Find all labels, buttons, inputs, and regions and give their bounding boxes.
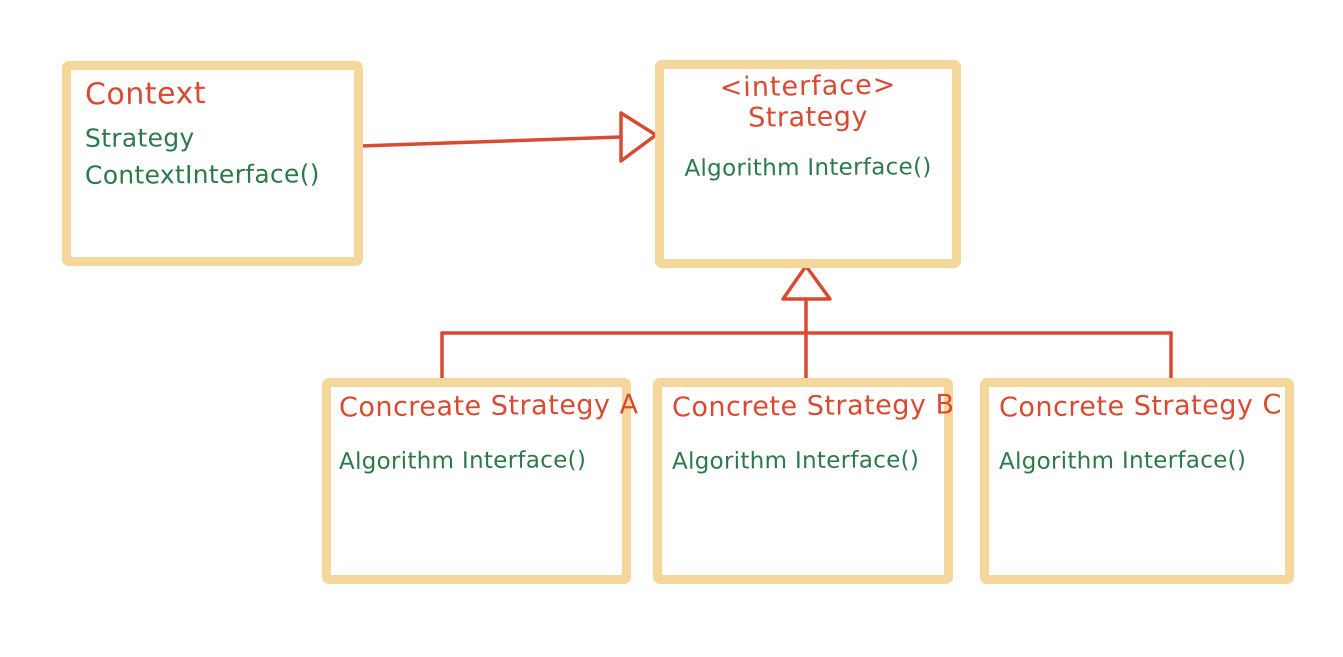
class-name: Strategy (747, 101, 869, 134)
node-concrete-strategy-a: Concreate Strategy A Algorithm Interface… (322, 378, 639, 584)
class-name: Concrete Strategy B (671, 389, 955, 424)
class-method: Algorithm Interface() (684, 154, 932, 182)
edge-inheritance-tree (440, 264, 1173, 382)
interface-stereotype: <interface> (719, 69, 897, 104)
class-name: Concrete Strategy C (998, 389, 1283, 424)
class-method: Algorithm Interface() (671, 447, 920, 475)
node-concrete-strategy-c: Concrete Strategy C Algorithm Interface(… (980, 378, 1294, 584)
class-attribute: Strategy (84, 123, 195, 153)
node-context: Context Strategy ContextInterface() (62, 61, 363, 266)
node-concrete-strategy-b: Concrete Strategy B Algorithm Interface(… (653, 378, 955, 584)
open-triangle-arrowhead-right (619, 111, 658, 163)
class-method: Algorithm Interface() (998, 447, 1247, 475)
class-method: Algorithm Interface() (338, 447, 587, 475)
class-name: Concreate Strategy A (338, 389, 639, 424)
class-name: Context (84, 76, 207, 113)
node-strategy-interface: <interface> Strategy Algorithm Interface… (655, 60, 961, 268)
class-method: ContextInterface() (84, 159, 320, 190)
open-triangle-arrowhead-up (781, 264, 832, 301)
edge-context-to-strategy (358, 111, 658, 163)
